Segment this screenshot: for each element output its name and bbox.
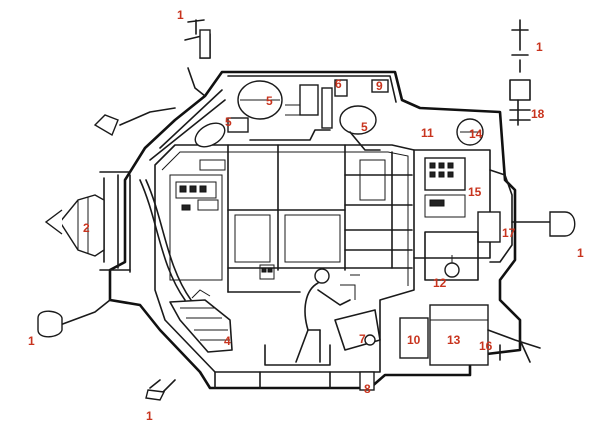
callout-docking-port: 2 — [83, 221, 90, 235]
callout-thruster-top-right: 1 — [536, 40, 543, 54]
lower-left-frame — [169, 289, 233, 353]
callouts: 1 1 1 1 1 2 4 5 5 5 6 7 8 9 10 11 12 13 … — [28, 8, 584, 423]
callout-lower-tank: 13 — [447, 333, 461, 347]
callout-thruster-left: 1 — [28, 334, 35, 348]
callout-antenna-stack: 18 — [531, 107, 545, 121]
callout-roof-unit: 9 — [376, 79, 383, 93]
callout-thruster-bottom-left: 1 — [146, 409, 153, 423]
callout-tank-upper-right: 5 — [361, 120, 368, 134]
lower-right-module — [399, 304, 541, 366]
callout-round-tank: 14 — [469, 127, 483, 141]
callout-thruster-right: 1 — [577, 246, 584, 260]
upper-equipment — [194, 79, 389, 151]
thrusters — [37, 19, 531, 401]
callout-top-right-bay: 11 — [421, 126, 434, 140]
callout-leg: 16 — [479, 339, 493, 353]
right-module — [413, 118, 576, 281]
callout-side-port: 17 — [502, 226, 516, 240]
interior-structure — [139, 144, 413, 301]
callout-top-unit: 6 — [335, 77, 342, 91]
callout-tank-upper-left: 5 — [225, 115, 232, 129]
callout-frame-item: 4 — [224, 334, 231, 348]
callout-bottom-unit: 8 — [364, 382, 371, 396]
callout-thruster-top-left: 1 — [177, 8, 184, 22]
callout-wall-unit: 12 — [433, 276, 447, 290]
bottom-structure — [214, 371, 375, 391]
docking-port — [44, 194, 105, 257]
callout-rear-bay: 10 — [407, 333, 421, 347]
callout-control-panel: 15 — [468, 185, 482, 199]
callout-tank-upper-mid: 5 — [266, 94, 273, 108]
crew-figure — [264, 268, 381, 366]
callout-seat-unit: 7 — [359, 332, 366, 346]
hull — [99, 70, 522, 390]
